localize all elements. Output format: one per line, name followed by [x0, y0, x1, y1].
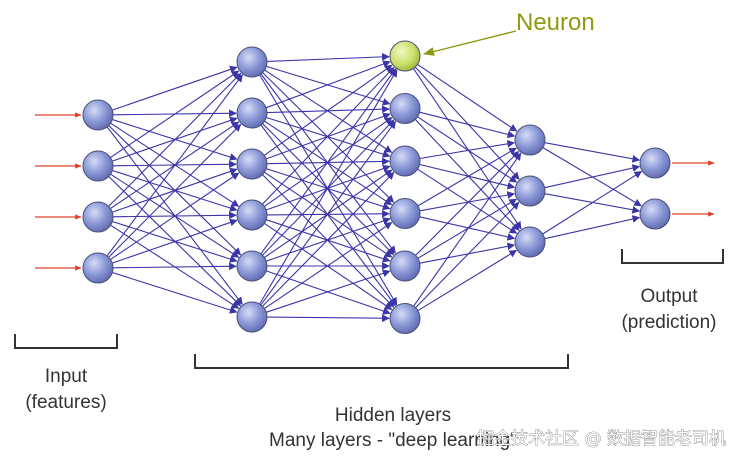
connection-1-2-0: [263, 64, 393, 156]
neuron-1-2: [236, 148, 268, 180]
neuron-0-2: [82, 201, 114, 233]
connection-2-3-2: [419, 216, 516, 241]
connection-1-4-0: [260, 68, 397, 255]
output-bracket: [621, 249, 724, 264]
connections: [106, 53, 643, 323]
io-arrows: [35, 112, 715, 271]
neuron-2-4: [389, 250, 421, 282]
connection-2-5-2: [417, 249, 518, 312]
connection-1-5-0: [259, 69, 398, 305]
input-sublabel: (features): [25, 392, 106, 413]
neuron-2-3: [389, 198, 421, 229]
connection-2-4-1: [417, 198, 517, 259]
neuron-1-0: [236, 46, 268, 78]
connection-1-5-2: [262, 171, 395, 307]
neuron-1-4: [236, 250, 268, 282]
connection-2-4-2: [419, 242, 516, 264]
connection-3-0-0: [544, 142, 641, 163]
neurons: [82, 40, 671, 334]
neuron-2-1: [389, 93, 421, 124]
connection-0-1-0: [110, 70, 240, 159]
connection-1-5-1: [260, 120, 396, 306]
neuron-1-5: [236, 301, 268, 333]
neuron-1-1: [236, 97, 268, 129]
hidden-label: Hidden layers: [335, 405, 451, 426]
connection-2-2-1: [419, 163, 516, 190]
connection-2-0-1: [414, 66, 520, 180]
connection-1-5-5: [266, 314, 390, 323]
connection-0-3-0: [106, 74, 243, 257]
connection-2-5-0: [413, 152, 522, 307]
neuron-4-1: [639, 198, 671, 230]
hidden-bracket: [194, 354, 569, 369]
neuron-1-3: [236, 199, 268, 231]
connection-0-2-0: [108, 72, 242, 207]
neuron-0-3: [82, 252, 114, 284]
neuron-2-5: [389, 303, 421, 334]
neuron-3-0: [514, 124, 546, 156]
output-label: Output: [640, 286, 698, 307]
connection-2-2-0: [419, 140, 515, 160]
neuron-2-2: [389, 145, 421, 177]
input-bracket: [14, 334, 118, 349]
connection-2-1-0: [419, 111, 516, 139]
connection-1-5-4: [266, 269, 391, 313]
connection-2-1-1: [417, 116, 518, 183]
hidden-sublabel: Many layers - "deep learning": [269, 430, 517, 451]
neuron-0-1: [82, 150, 114, 182]
neuron-3-1: [514, 175, 546, 207]
connection-0-3-4: [112, 262, 237, 271]
connection-2-3-0: [417, 147, 517, 207]
connection-0-3-3: [112, 218, 238, 264]
neuron-0-0: [82, 99, 114, 131]
connection-2-5-1: [415, 201, 520, 309]
watermark: 掘金技术社区 @ 数据智能老司机: [477, 429, 726, 449]
connection-2-4-0: [415, 150, 520, 256]
connection-1-5-3: [264, 222, 393, 310]
neuron-3-2: [514, 226, 546, 258]
connection-0-3-2: [110, 172, 240, 261]
callout-arrow: [422, 30, 517, 56]
connection-1-0-0: [266, 53, 390, 62]
connection-3-2-0: [542, 171, 643, 235]
highlighted-neuron: [389, 40, 421, 72]
connection-2-1-2: [414, 119, 520, 231]
connection-3-2-1: [544, 215, 641, 240]
connection-0-3-1: [108, 123, 242, 258]
connection-1-3-0: [262, 66, 395, 205]
output-sublabel: (prediction): [621, 312, 716, 333]
connection-2-0-2: [412, 68, 522, 230]
connection-2-3-1: [419, 191, 516, 212]
neuron-callout-label: Neuron: [516, 9, 595, 36]
connection-0-0-0: [112, 65, 238, 111]
connection-1-1-0: [265, 60, 391, 109]
connection-3-1-0: [544, 164, 641, 189]
connection-2-2-2: [417, 168, 518, 234]
input-label: Input: [45, 366, 88, 387]
neuron-4-0: [639, 147, 671, 179]
connection-2-0-0: [417, 63, 518, 132]
connection-0-3-5: [112, 271, 238, 314]
